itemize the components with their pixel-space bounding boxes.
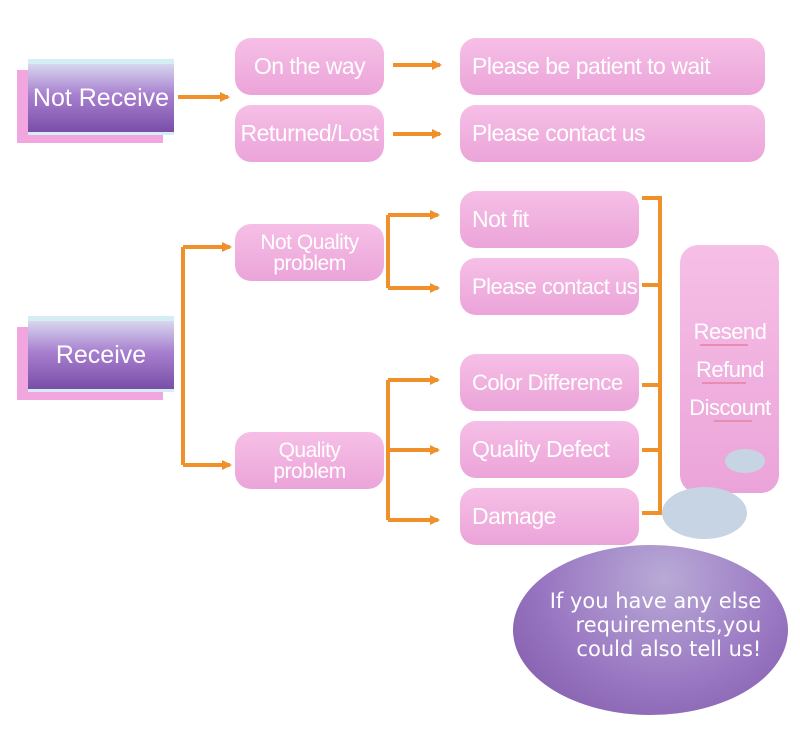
option-resend: Resend — [693, 319, 767, 344]
box-on-the-way: On the way — [235, 38, 384, 95]
bracket-icon — [642, 196, 662, 515]
message-bubble: If you have any else requirements,you co… — [513, 545, 788, 715]
box-please-contact: Please contact us — [460, 258, 639, 315]
message-line3: could also tell us! — [576, 637, 762, 661]
box-not-quality: Not Quality problem — [235, 224, 384, 281]
box-contact-us: Please contact us — [460, 105, 765, 162]
option-discount: Discount — [689, 395, 771, 420]
category-not-receive-label: Not Receive — [32, 83, 170, 112]
box-not-fit-label: Not fit — [472, 206, 529, 232]
bubble-small-icon — [725, 449, 765, 473]
box-color-difference-label: Color Difference — [472, 369, 623, 395]
box-quality-defect: Quality Defect — [460, 421, 639, 478]
box-quality: Quality problem — [235, 432, 384, 489]
message-line2: requirements,you — [575, 613, 762, 637]
option-refund-underline — [702, 382, 746, 384]
box-quality-defect-label: Quality Defect — [472, 436, 610, 462]
box-damage-label: Damage — [472, 503, 556, 529]
options-panel: Resend Refund Discount — [680, 245, 779, 493]
option-resend-underline — [700, 344, 748, 346]
category-not-receive: Not Receive — [28, 64, 174, 132]
box-color-difference: Color Difference — [460, 354, 639, 411]
box-please-contact-label: Please contact us — [472, 273, 638, 299]
box-returned-lost: Returned/Lost — [235, 105, 384, 162]
box-not-quality-line2: problem — [273, 251, 346, 275]
box-patient-wait: Please be patient to wait — [460, 38, 765, 95]
box-damage: Damage — [460, 488, 639, 545]
message-text: If you have any else requirements,you co… — [550, 589, 762, 661]
box-not-quality-line1: Not Quality — [260, 230, 359, 254]
message-line1: If you have any else — [549, 589, 762, 613]
bubble-medium-icon — [662, 487, 747, 539]
box-on-the-way-label: On the way — [253, 53, 366, 79]
box-quality-line2: problem — [273, 459, 346, 483]
option-refund: Refund — [696, 357, 764, 382]
option-discount-underline — [714, 420, 752, 422]
box-contact-us-label: Please contact us — [472, 120, 646, 146]
category-receive: Receive — [28, 321, 174, 389]
box-returned-lost-label: Returned/Lost — [240, 120, 379, 146]
box-quality-line1: Quality — [278, 438, 341, 462]
box-patient-wait-label: Please be patient to wait — [472, 53, 711, 79]
category-receive-label: Receive — [55, 340, 147, 369]
box-not-fit: Not fit — [460, 191, 639, 248]
